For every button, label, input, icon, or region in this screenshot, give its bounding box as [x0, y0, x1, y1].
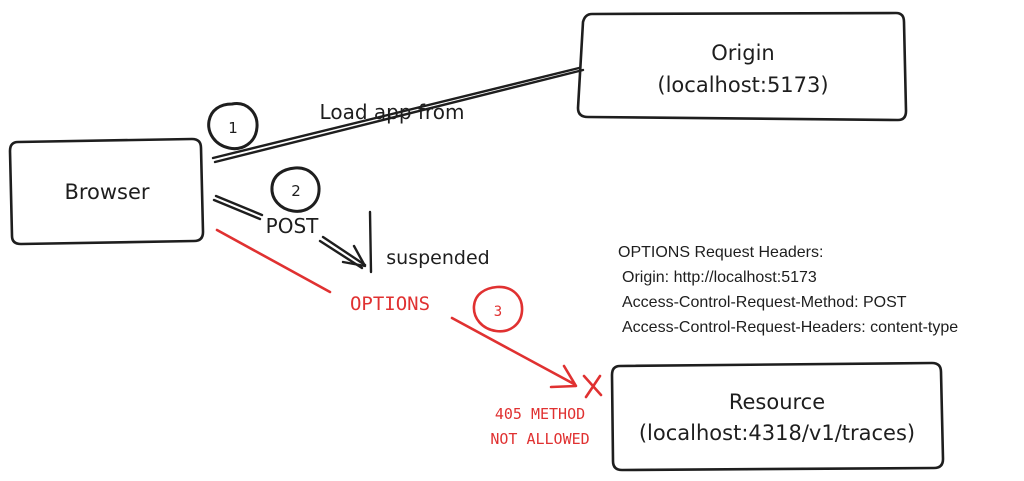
blocked-x-icon: [582, 374, 603, 399]
step-3-marker: 3: [472, 285, 524, 333]
resource-title: Resource: [729, 390, 825, 414]
step-3-number: 3: [494, 304, 502, 320]
step-1-number: 1: [228, 119, 238, 137]
load-app-edge: [211, 66, 585, 164]
options-edge: [215, 228, 578, 389]
origin-node: Origin (localhost:5173): [576, 11, 908, 122]
options-label: OPTIONS: [350, 293, 430, 315]
post-label: POST: [266, 214, 319, 238]
error-status-line1: 405 METHOD: [495, 405, 585, 423]
header-origin: Origin: http://localhost:5173: [622, 269, 817, 286]
resource-node: Resource (localhost:4318/v1/traces): [610, 361, 945, 472]
header-request-method: Access-Control-Request-Method: POST: [622, 294, 907, 311]
header-request-headers: Access-Control-Request-Headers: content-…: [622, 319, 958, 336]
error-status-line2: NOT ALLOWED: [490, 430, 589, 448]
headers-title: OPTIONS Request Headers:: [618, 244, 823, 261]
load-app-label: Load app from: [320, 100, 465, 124]
browser-label: Browser: [64, 180, 149, 204]
suspend-bar: [368, 210, 373, 274]
headers-note: OPTIONS Request Headers: Origin: http://…: [618, 244, 958, 336]
suspended-label: suspended: [386, 247, 489, 269]
post-edge: [212, 194, 367, 270]
origin-address: (localhost:5173): [657, 73, 828, 97]
browser-node: Browser: [8, 137, 205, 246]
step-2-marker: 2: [270, 166, 321, 213]
origin-title: Origin: [711, 41, 774, 65]
step-1-marker: 1: [207, 102, 259, 151]
resource-address: (localhost:4318/v1/traces): [639, 421, 915, 445]
step-2-number: 2: [291, 182, 301, 200]
